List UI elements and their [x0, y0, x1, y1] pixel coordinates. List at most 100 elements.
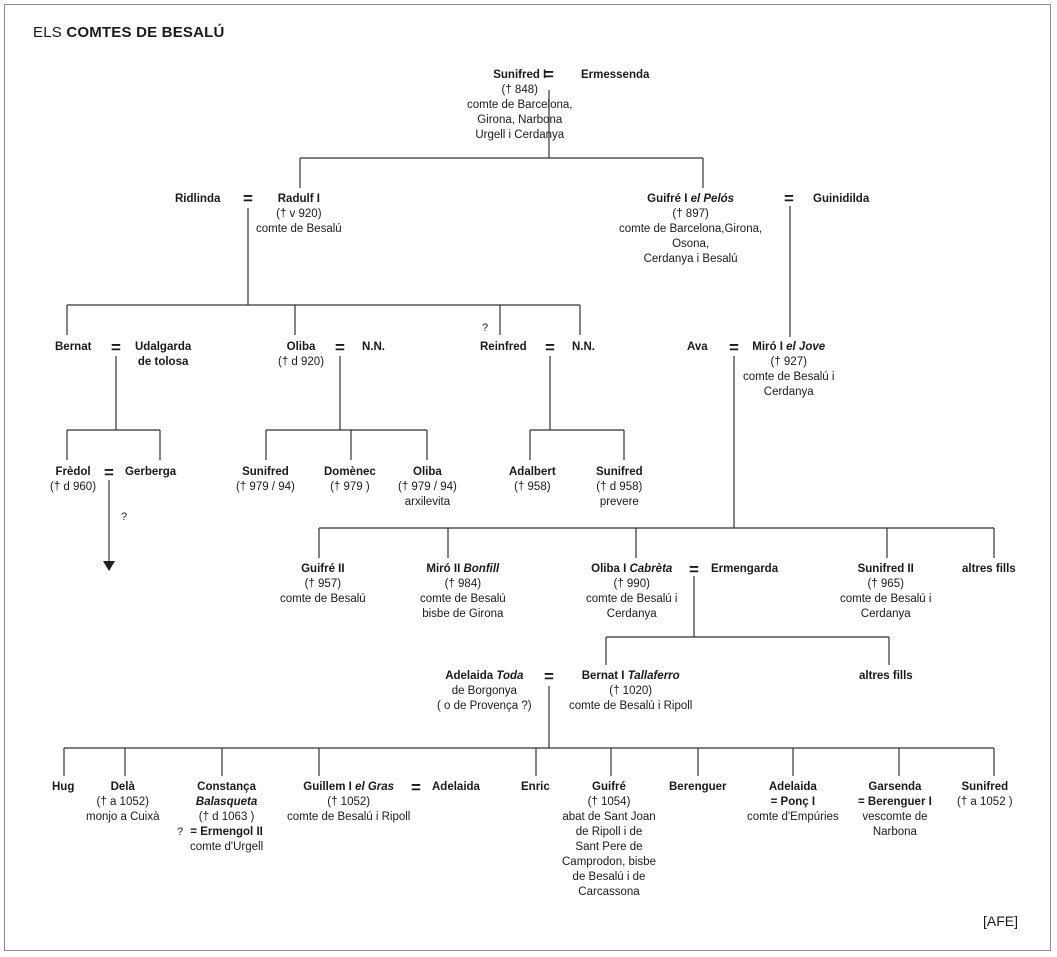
- node-name-part: Bernat I: [581, 670, 628, 682]
- node-spouse: = Berenguer I: [858, 796, 932, 808]
- title-prefix: ELS: [33, 24, 62, 41]
- marriage-sign: =: [544, 667, 554, 686]
- node-detail: († 979 / 94): [398, 481, 457, 493]
- node-adelaida-ponc: Adelaida = Ponç I comte d'Empúries: [747, 780, 839, 825]
- node-miro-ii: Miró II Bonfill († 984) comte de Besalú …: [420, 562, 506, 622]
- marriage-sign: =: [784, 189, 794, 208]
- node-name: Ava: [687, 341, 708, 353]
- node-guifre-abat: Guifré († 1054) abat de Sant Joan de Rip…: [562, 780, 656, 900]
- node-detail: comte de Besalú i Ripoll: [569, 700, 693, 712]
- node-name: Sunifred: [596, 466, 643, 478]
- node-oliba: Oliba († d 920): [278, 340, 324, 370]
- node-nn: N.N.: [572, 340, 595, 355]
- node-detail: arxilevita: [404, 496, 451, 508]
- node-name: Adalbert: [509, 466, 556, 478]
- node-detail: († 979 ): [330, 481, 370, 493]
- node-detail: († 1054): [587, 796, 631, 808]
- node-spouse: = Ponç I: [770, 796, 816, 808]
- node-ermessenda: Ermessenda: [581, 68, 649, 83]
- node-detail: comte de Barcelona,: [467, 99, 573, 111]
- node-name-part: Guillem I: [303, 781, 356, 793]
- node-constanca: Constança Balasqueta († d 1063 ) = Ermen…: [190, 780, 263, 855]
- node-detail: Girona, Narbona: [477, 114, 563, 126]
- node-detail: ( o de Provença ?): [437, 700, 532, 712]
- node-detail: († 965): [867, 578, 904, 590]
- node-name: altres fills: [859, 670, 913, 682]
- node-name: Garsenda: [868, 781, 922, 793]
- node-detail: comte de Besalú i: [743, 371, 835, 383]
- node-epithet: Toda: [496, 670, 524, 682]
- node-detail: Cerdanya: [860, 608, 911, 620]
- node-detail: († 984): [444, 578, 482, 590]
- node-detail: († 927): [770, 356, 807, 368]
- node-ava: Ava: [687, 340, 708, 355]
- node-name: Sunifred: [242, 466, 289, 478]
- node-detail: de Borgonya: [451, 685, 517, 697]
- node-sunifred-prevere: Sunifred († d 958) prevere: [596, 465, 643, 510]
- node-bernat: Bernat: [55, 340, 91, 355]
- node-detail: comte d'Empúries: [747, 811, 839, 823]
- node-detail: († 958): [514, 481, 551, 493]
- node-detail: prevere: [599, 496, 639, 508]
- node-detail: († d 1063 ): [198, 811, 255, 823]
- node-name: Guifré I el Pelós: [619, 192, 762, 207]
- node-gerberga: Gerberga: [125, 465, 176, 480]
- node-name: N.N.: [572, 341, 595, 353]
- node-detail: comte de Besalú: [256, 223, 342, 235]
- marriage-sign: =: [411, 778, 421, 797]
- uncertain-mark: ?: [177, 826, 184, 838]
- node-name: Miró I el Jove: [743, 340, 834, 355]
- node-spouse: = Ermengol II: [190, 826, 263, 838]
- node-detail: comte de Besalú i: [586, 593, 678, 605]
- node-name: de tolosa: [137, 356, 189, 368]
- node-detail: Carcassona: [578, 886, 640, 898]
- node-name-part: Miró I: [752, 341, 787, 353]
- node-sunifred-i: Sunifred I († 848) comte de Barcelona, G…: [467, 68, 572, 143]
- node-detail: († 990): [613, 578, 650, 590]
- node-detail: comte d'Urgell: [190, 841, 264, 853]
- node-name: Enric: [521, 781, 550, 793]
- node-detail: comte de Besalú i: [840, 593, 932, 605]
- node-detail: vescomte de: [862, 811, 928, 823]
- marriage-sign: =: [111, 338, 121, 357]
- node-detail: († 979 / 94): [236, 481, 295, 493]
- node-altres-fills: altres fills: [859, 669, 913, 684]
- node-detail: († 957): [304, 578, 342, 590]
- node-detail: Camprodon, bisbe: [562, 856, 656, 868]
- source-credit: [AFE]: [983, 913, 1019, 929]
- node-altres-fills: altres fills: [962, 562, 1016, 577]
- node-name: Guifré II: [301, 563, 345, 575]
- node-detail: († 897): [672, 208, 709, 220]
- node-name: Guillem I el Gras: [287, 780, 410, 795]
- node-nn: N.N.: [362, 340, 385, 355]
- node-berenguer: Berenguer: [669, 780, 727, 795]
- marriage-sign: =: [335, 338, 345, 357]
- node-detail: de Besalú i de: [572, 871, 646, 883]
- node-name: Bernat I Tallaferro: [569, 669, 692, 684]
- node-name: Domènec: [324, 466, 376, 478]
- node-sunifred-1052: Sunifred († a 1052 ): [957, 780, 1013, 810]
- node-detail: Sant Pere de: [575, 841, 643, 853]
- node-name: Adelaida: [768, 781, 817, 793]
- node-adalbert: Adalbert († 958): [509, 465, 556, 495]
- node-name: altres fills: [962, 563, 1016, 575]
- node-name-part: Oliba I: [591, 563, 630, 575]
- node-name: Ermessenda: [581, 69, 650, 81]
- node-detail: monjo a Cuixà: [86, 811, 160, 823]
- node-detail: († 1052): [327, 796, 371, 808]
- node-name-part: Miró II: [426, 563, 464, 575]
- node-bernat-i: Bernat I Tallaferro († 1020) comte de Be…: [569, 669, 692, 714]
- node-epithet: Balasqueta: [195, 796, 258, 808]
- node-oliba-i: Oliba I Cabrèta († 990) comte de Besalú …: [586, 562, 677, 622]
- node-name: Guinidilda: [813, 193, 870, 205]
- node-adelaida-toda: Adelaida Toda de Borgonya ( o de Provenç…: [437, 669, 532, 714]
- node-udalgarda: Udalgarda de tolosa: [135, 340, 191, 370]
- node-name: N.N.: [362, 341, 385, 353]
- node-epithet: Tallaferro: [627, 670, 680, 682]
- node-detail: Cerdanya: [763, 386, 814, 398]
- node-name: Adelaida: [432, 781, 480, 793]
- node-epithet: Bonfill: [463, 563, 500, 575]
- node-radulf-i: Radulf I († v 920) comte de Besalú: [256, 192, 342, 237]
- node-detail: abat de Sant Joan: [562, 811, 656, 823]
